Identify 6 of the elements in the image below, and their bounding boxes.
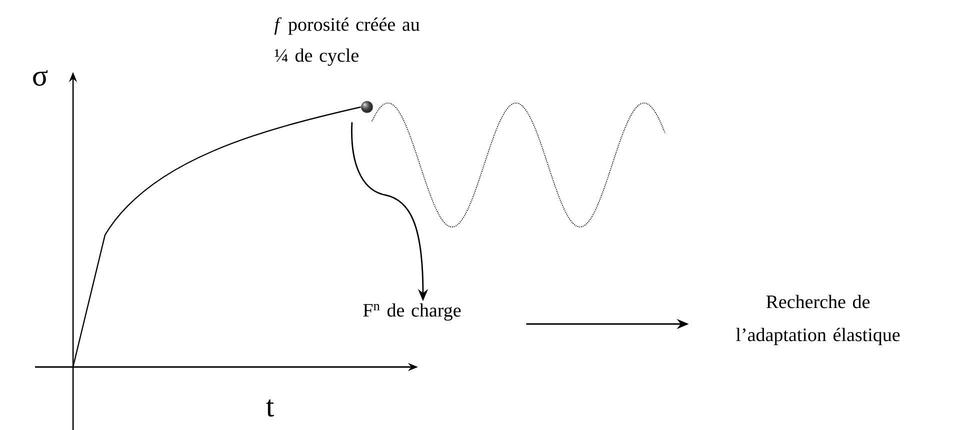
text-label: Recherche de l’adaptation élastique: [736, 294, 900, 346]
annotation: f porosité créée au ¼ de cycle: [274, 17, 420, 66]
axis-label: σ: [33, 70, 48, 86]
text-label: F$^{n}$ de charge: [363, 303, 461, 321]
point-marker: [360, 100, 374, 114]
axis-label: t: [266, 399, 274, 417]
